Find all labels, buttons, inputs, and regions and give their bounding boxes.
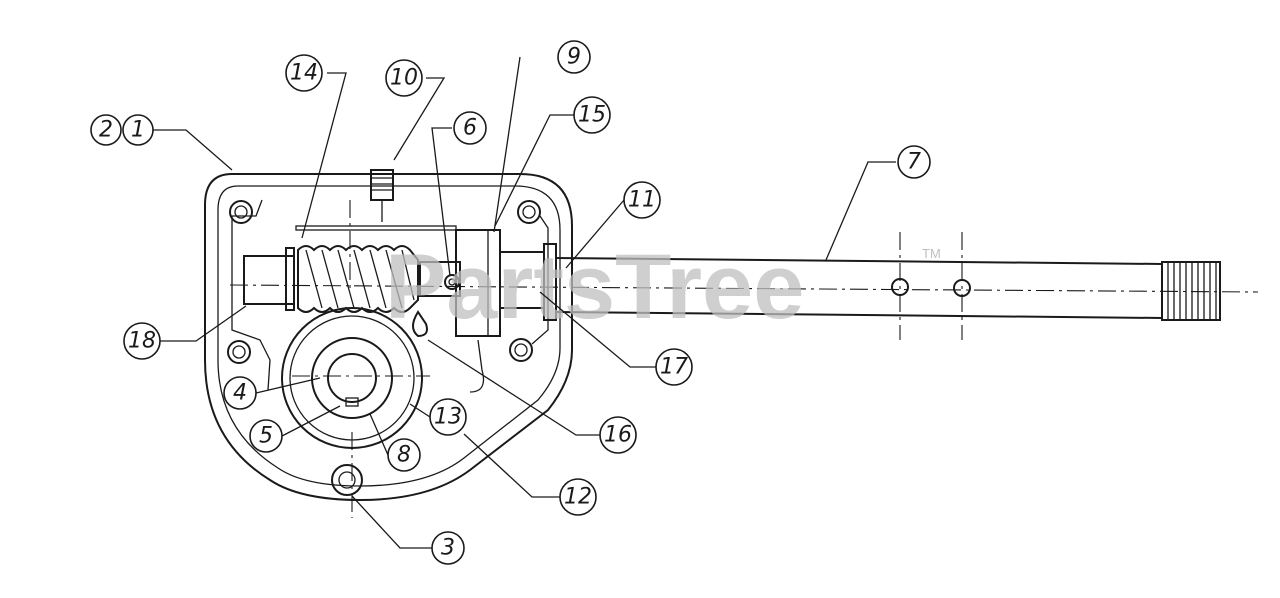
- watermark-text: PartsTree: [385, 236, 804, 338]
- svg-text:16: 16: [604, 423, 632, 448]
- callout-5: 5: [249, 419, 283, 453]
- leader-lines: [152, 56, 896, 549]
- svg-text:18: 18: [128, 329, 156, 354]
- callout-14: 14: [285, 54, 323, 92]
- svg-text:13: 13: [434, 405, 462, 430]
- svg-text:9: 9: [567, 45, 581, 70]
- callout-12: 12: [559, 478, 597, 516]
- callout-11: 11: [623, 181, 661, 219]
- callout-4: 4: [223, 376, 257, 410]
- callout-1: 1: [122, 114, 154, 146]
- svg-text:10: 10: [390, 66, 418, 91]
- svg-text:6: 6: [463, 116, 477, 141]
- svg-text:4: 4: [233, 381, 247, 406]
- watermark: PartsTree TM: [385, 236, 941, 338]
- svg-text:1: 1: [131, 118, 145, 143]
- svg-text:2: 2: [99, 118, 113, 143]
- callout-2: 2: [90, 114, 122, 146]
- callout-16: 16: [599, 416, 637, 454]
- callout-9: 9: [557, 40, 591, 74]
- callout-6: 6: [453, 111, 487, 145]
- svg-text:5: 5: [259, 424, 273, 449]
- callout-17: 17: [655, 348, 693, 386]
- bolt-bosses: [227, 200, 541, 496]
- callout-7: 7: [897, 145, 931, 179]
- svg-text:14: 14: [290, 61, 318, 86]
- callout-15: 15: [573, 96, 611, 134]
- svg-text:8: 8: [397, 443, 411, 468]
- callout-3: 3: [431, 531, 465, 565]
- callout-10: 10: [385, 59, 423, 97]
- centre-lines: [229, 200, 1259, 518]
- oil-drip-icon: [412, 310, 428, 338]
- callout-18: 18: [123, 322, 161, 360]
- svg-text:3: 3: [441, 536, 455, 561]
- gearbox-housing: [204, 173, 573, 502]
- callout-13: 13: [429, 398, 467, 436]
- svg-text:11: 11: [628, 188, 656, 213]
- callout-8: 8: [387, 438, 421, 472]
- svg-text:17: 17: [660, 355, 688, 380]
- svg-text:7: 7: [907, 150, 921, 175]
- svg-text:15: 15: [578, 103, 606, 128]
- svg-text:12: 12: [564, 485, 592, 510]
- trademark-mark: TM: [922, 246, 941, 261]
- vent-plug: [370, 169, 394, 222]
